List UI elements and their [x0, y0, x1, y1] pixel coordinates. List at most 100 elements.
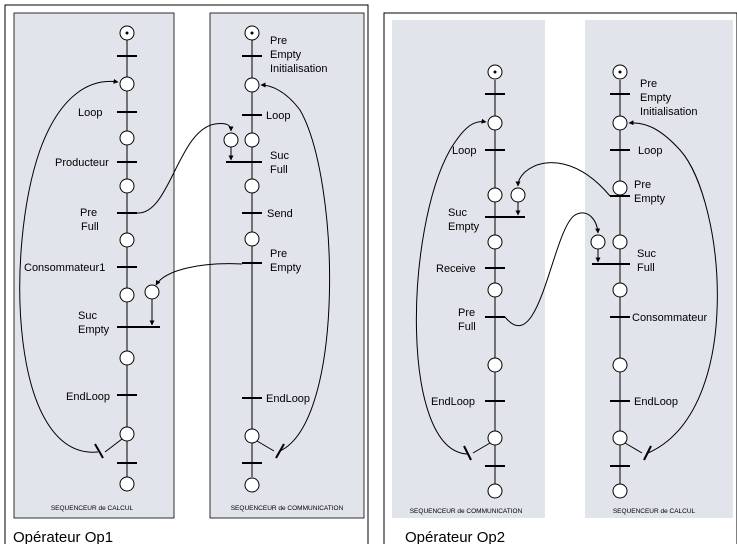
place [487, 234, 503, 250]
final-place [487, 483, 503, 499]
place [119, 130, 135, 146]
place [119, 350, 135, 366]
loop-branch-arc [104, 438, 123, 453]
final-place [244, 477, 260, 493]
label-endloop: EndLoop [266, 393, 310, 405]
label-full: Full [270, 164, 288, 176]
place [244, 428, 260, 444]
caption-op2: Opérateur Op2 [405, 529, 505, 544]
place [612, 357, 628, 373]
pre-full-to-calc-arc [504, 212, 601, 327]
place [487, 115, 503, 131]
label-endloop: EndLoop [431, 396, 475, 408]
label-full: Full [637, 262, 655, 274]
op1-calc-panel [13, 12, 175, 519]
label-empty-init: Empty [270, 49, 302, 61]
op2-calc-panel [585, 20, 733, 518]
label-loop: Loop [452, 145, 476, 157]
label-suc: Suc [637, 248, 656, 260]
label-suc: Suc [78, 310, 97, 322]
loop-back-transition [463, 445, 472, 461]
place [487, 357, 503, 373]
label-suc: Suc [270, 150, 289, 162]
label-initialisation: Initialisation [640, 106, 697, 118]
label-empty: Empty [78, 324, 110, 336]
final-place [119, 476, 135, 492]
place [244, 77, 260, 93]
footer-calc: SEQUENCEUR de CALCUL [51, 505, 134, 512]
pre-full-to-comm-arc [136, 123, 234, 214]
token [125, 31, 129, 35]
token [618, 70, 622, 74]
label-producteur: Producteur [55, 157, 109, 169]
label-pre: Pre [458, 307, 475, 319]
loop-back-transition [94, 443, 104, 459]
place [612, 430, 628, 446]
loop-branch-arc [472, 442, 491, 454]
label-consommateur1: Consommateur1 [24, 262, 105, 274]
label-initialisation: Initialisation [270, 63, 327, 75]
place [244, 231, 260, 247]
place [612, 180, 628, 196]
token [493, 70, 497, 74]
place [612, 234, 628, 250]
place [487, 187, 503, 203]
label-full: Full [81, 221, 99, 233]
label-empty: Empty [634, 193, 666, 205]
operator-op1: Loop Producteur Pre Full Consommateur1 S… [4, 4, 369, 544]
loop-branch-arc [624, 442, 643, 454]
op1-calc-sequencer: Loop Producteur Pre Full Consommateur1 S… [19, 25, 160, 512]
sync-place [223, 132, 239, 148]
place [487, 282, 503, 298]
loop-branch-arc [256, 440, 275, 452]
label-loop: Loop [78, 107, 102, 119]
pre-empty-to-comm-arc [515, 162, 611, 197]
op2-comm-panel [392, 20, 545, 518]
loop-back-transition [643, 445, 652, 461]
label-consommateur: Consommateur [632, 312, 708, 324]
loop-back-arc [628, 120, 718, 454]
operator-op2: Loop Suc Empty Receive Pre Full EndLoop … [383, 12, 737, 544]
label-empty: Empty [270, 262, 302, 274]
place [119, 76, 135, 92]
op2-calc-sequencer: Pre Empty Initialisation Loop Pre Empty … [590, 64, 718, 515]
label-loop: Loop [266, 110, 290, 122]
sync-place [590, 234, 606, 250]
caption-op1: Opérateur Op1 [13, 529, 113, 544]
label-pre: Pre [270, 248, 287, 260]
loop-back-arc [260, 82, 331, 452]
pre-empty-to-calc-arc [155, 263, 243, 286]
label-pre-init: Pre [640, 78, 657, 90]
place [119, 287, 135, 303]
op1-comm-sequencer: Pre Empty Initialisation Loop Suc Full S… [223, 25, 344, 512]
label-receive: Receive [436, 263, 476, 275]
footer-comm: SEQUENCEUR de COMMUNICATION [410, 508, 523, 515]
label-endloop: EndLoop [634, 396, 678, 408]
place [119, 178, 135, 194]
label-loop: Loop [638, 145, 662, 157]
place [119, 426, 135, 442]
place [119, 232, 135, 248]
label-empty-init: Empty [640, 92, 672, 104]
op2-comm-sequencer: Loop Suc Empty Receive Pre Full EndLoop … [410, 64, 526, 515]
token [250, 31, 254, 35]
sync-place [144, 284, 160, 300]
label-send: Send [267, 208, 293, 220]
sync-place [510, 187, 526, 203]
place [612, 282, 628, 298]
place [244, 132, 260, 148]
op2-frame [383, 12, 737, 544]
footer-comm: SEQUENCEUR de COMMUNICATION [231, 505, 344, 512]
loop-back-arc [19, 78, 119, 453]
label-pre-init: Pre [270, 35, 287, 47]
label-pre: Pre [80, 207, 97, 219]
footer-calc: SEQUENCEUR de CALCUL [613, 508, 696, 515]
place [487, 430, 503, 446]
loop-back-arc [415, 118, 487, 455]
op1-frame [4, 4, 369, 544]
label-pre: Pre [634, 179, 651, 191]
op1-comm-panel [209, 12, 365, 519]
label-full: Full [458, 321, 476, 333]
label-empty: Empty [448, 221, 480, 233]
